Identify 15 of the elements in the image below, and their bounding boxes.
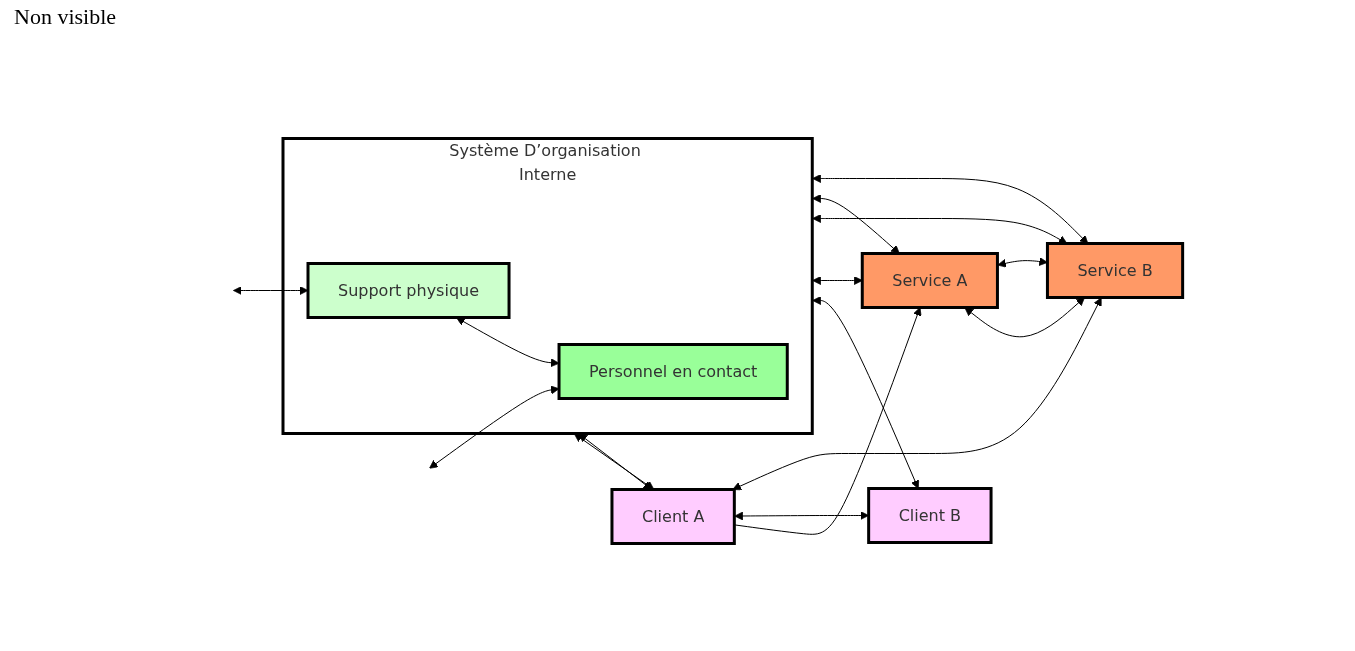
arrow bbox=[811, 296, 919, 489]
node-box: Personnel en contact bbox=[557, 343, 789, 400]
arrow bbox=[997, 257, 1048, 268]
arrow bbox=[734, 511, 869, 521]
node-box: Service B bbox=[1045, 242, 1184, 299]
node-box: Support physique bbox=[306, 262, 511, 319]
arrow bbox=[811, 174, 1088, 244]
arrow bbox=[732, 297, 1102, 491]
arrow bbox=[964, 297, 1085, 338]
arrow bbox=[811, 194, 900, 254]
node-box: Client A bbox=[610, 488, 736, 545]
arrow bbox=[811, 214, 1068, 244]
note-text: Non visible bbox=[14, 4, 117, 30]
node-box: Service A bbox=[860, 252, 999, 309]
node-box: Client B bbox=[866, 487, 993, 544]
